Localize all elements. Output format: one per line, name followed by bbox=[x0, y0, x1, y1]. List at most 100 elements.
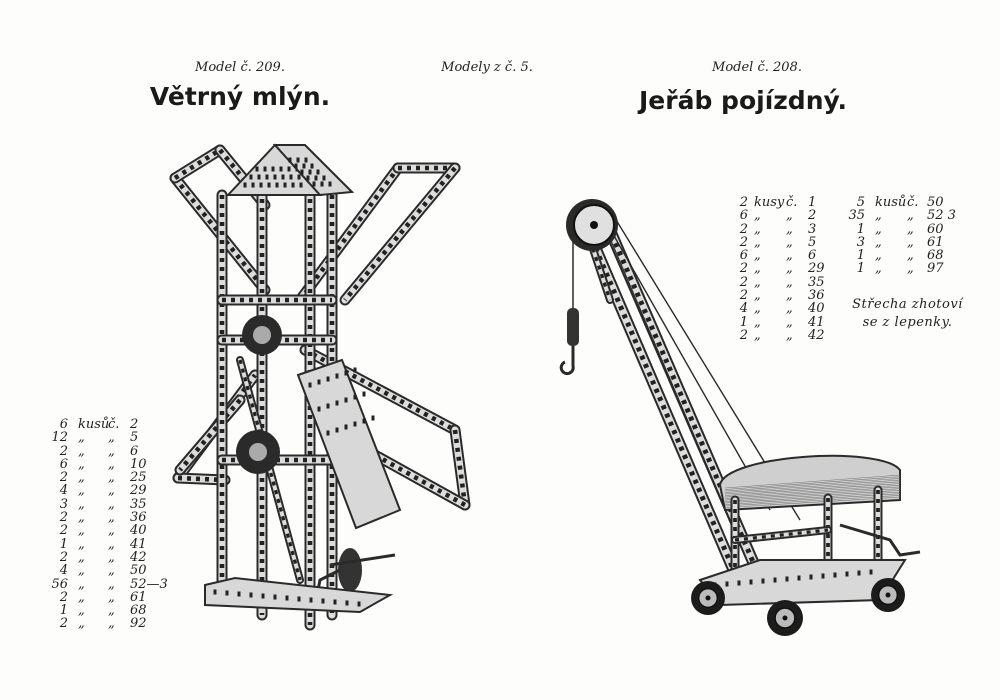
part-unit: „ bbox=[78, 536, 85, 552]
roof-note-line1: Střecha zhotoví bbox=[852, 297, 963, 312]
part-part: 5 bbox=[130, 430, 139, 446]
part-qty: 2 bbox=[59, 523, 68, 539]
part-mark: „ bbox=[108, 589, 115, 605]
part-part: 40 bbox=[808, 301, 825, 317]
part-part: 29 bbox=[130, 483, 147, 499]
part-part: 41 bbox=[808, 314, 825, 330]
strip-holes bbox=[178, 398, 242, 472]
plate-hole bbox=[737, 580, 741, 586]
plate-hole bbox=[267, 182, 271, 188]
crane-title: Jeřáb pojízdný. bbox=[638, 86, 848, 115]
roof-note-line2: se z lepenky. bbox=[862, 315, 953, 330]
part-part: 92 bbox=[130, 616, 147, 632]
part-qty: 2 bbox=[59, 549, 68, 565]
part-unit: „ bbox=[78, 576, 85, 592]
part-qty: 5 bbox=[856, 195, 865, 210]
plate-hole bbox=[257, 174, 261, 180]
part-mark: „ bbox=[108, 443, 115, 459]
part-unit: „ bbox=[754, 327, 761, 343]
part-part: 29 bbox=[808, 261, 825, 277]
part-part: 2 bbox=[808, 208, 817, 224]
roof-shading bbox=[724, 478, 901, 492]
part-unit: „ bbox=[78, 589, 85, 605]
part-mark: „ bbox=[907, 208, 914, 224]
part-unit: „ bbox=[754, 234, 761, 250]
perforated-plate bbox=[272, 144, 355, 197]
part-unit: „ bbox=[875, 248, 882, 264]
plate-hole bbox=[326, 376, 330, 382]
part-unit: „ bbox=[875, 221, 882, 237]
cable bbox=[604, 219, 771, 511]
part-qty: 1 bbox=[856, 248, 865, 264]
perforated-plate bbox=[204, 576, 394, 614]
part-part: 50 bbox=[130, 563, 147, 579]
plate-hole bbox=[283, 182, 287, 188]
plate-hole bbox=[225, 590, 229, 596]
part-qty: 2 bbox=[739, 327, 748, 343]
roof-shading bbox=[724, 493, 901, 505]
part-mark: „ bbox=[108, 456, 115, 472]
plate-hole bbox=[357, 601, 361, 607]
plate-hole bbox=[259, 182, 263, 188]
strip-holes bbox=[452, 429, 468, 506]
part-mark: „ bbox=[907, 248, 914, 264]
plate-hole bbox=[261, 593, 265, 599]
plate-hole bbox=[326, 403, 330, 409]
part-unit: „ bbox=[78, 563, 85, 579]
part-mark: č. bbox=[108, 417, 120, 432]
plate-hole bbox=[335, 373, 339, 379]
roof-shading bbox=[724, 484, 901, 498]
part-part: 35 bbox=[808, 274, 825, 290]
part-part: 52—3 bbox=[130, 576, 168, 592]
plate-hole bbox=[857, 570, 861, 576]
part-qty: 2 bbox=[739, 288, 748, 304]
plate-hole bbox=[725, 581, 729, 587]
plate-hole bbox=[344, 424, 348, 430]
strip-holes bbox=[173, 176, 267, 292]
plate-hole bbox=[294, 163, 298, 169]
plate-hole bbox=[304, 157, 308, 163]
plate-hole bbox=[291, 182, 295, 188]
part-mark: č. bbox=[907, 195, 919, 210]
part-unit: „ bbox=[754, 288, 761, 304]
part-part: 36 bbox=[808, 288, 825, 304]
plate-hole bbox=[281, 174, 285, 180]
crane-illustration bbox=[559, 199, 921, 636]
part-part: 52 3 bbox=[927, 208, 956, 224]
hook-icon bbox=[559, 346, 575, 376]
plate-hole bbox=[371, 415, 375, 421]
plate-hole bbox=[213, 589, 217, 595]
part-unit: „ bbox=[875, 234, 882, 250]
part-unit: „ bbox=[78, 430, 85, 446]
plate-hole bbox=[845, 571, 849, 577]
axle-rod bbox=[329, 553, 396, 567]
plate-hole bbox=[333, 599, 337, 605]
part-mark: „ bbox=[108, 470, 115, 486]
plate-hole bbox=[249, 592, 253, 598]
part-unit: kusy bbox=[754, 195, 785, 210]
plate-hole bbox=[362, 391, 366, 397]
part-qty: 1 bbox=[856, 221, 865, 237]
plate-hole bbox=[279, 166, 283, 172]
plate-hole bbox=[821, 573, 825, 579]
plate-hole bbox=[288, 157, 292, 163]
part-part: 50 bbox=[927, 195, 944, 210]
plate-hole bbox=[249, 174, 253, 180]
part-qty: 2 bbox=[59, 443, 68, 459]
gear-hub bbox=[253, 326, 271, 344]
part-unit: „ bbox=[78, 510, 85, 526]
plate-hole bbox=[749, 579, 753, 585]
part-qty: 3 bbox=[856, 234, 865, 250]
part-mark: „ bbox=[108, 510, 115, 526]
plate-hole bbox=[335, 427, 339, 433]
part-part: 36 bbox=[130, 510, 147, 526]
part-mark: „ bbox=[108, 563, 115, 579]
plate-hole bbox=[273, 594, 277, 600]
pulley-wheel bbox=[338, 548, 362, 592]
pulley-axle bbox=[590, 221, 598, 229]
part-unit: „ bbox=[754, 274, 761, 290]
plate-hole bbox=[273, 174, 277, 180]
part-part: 68 bbox=[927, 248, 944, 264]
part-part: 42 bbox=[808, 327, 825, 343]
